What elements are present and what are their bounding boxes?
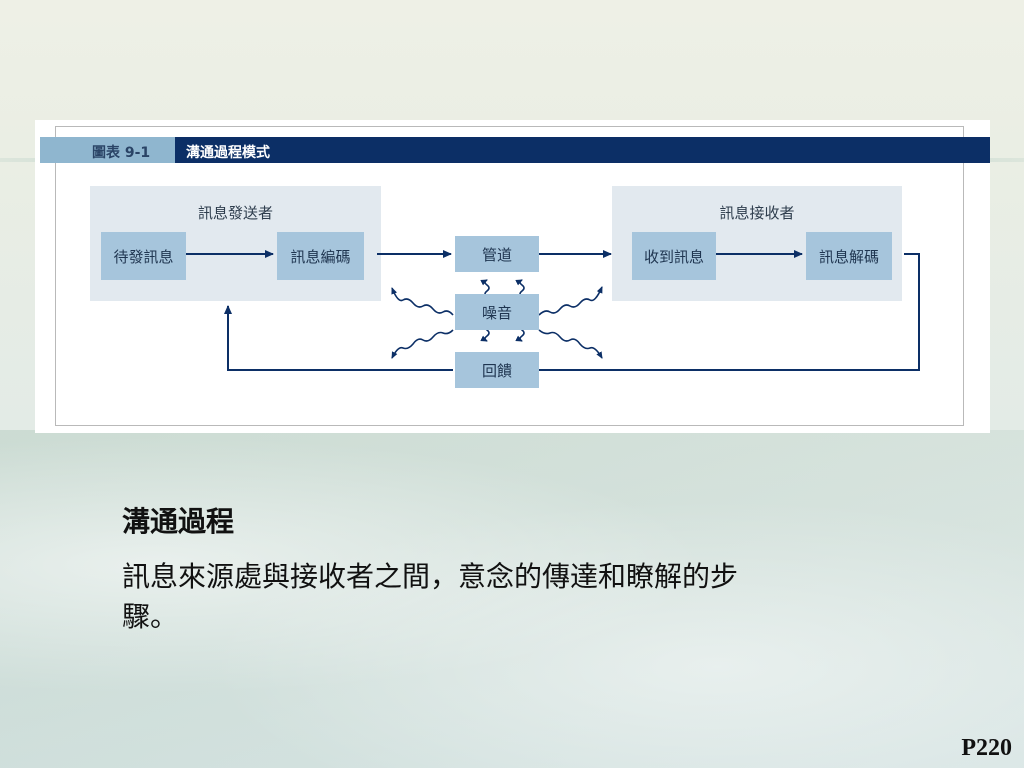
noise-wave-to-encoding bbox=[391, 287, 454, 316]
slide-heading: 溝通過程 bbox=[122, 505, 235, 538]
figure-number: 圖表 9-1 bbox=[92, 145, 151, 161]
channel-box: 管道 bbox=[455, 236, 539, 272]
receiver-region-label: 訊息接收者 bbox=[719, 204, 795, 222]
noise-wave-to-feedback-right bbox=[538, 329, 603, 359]
figure-title: 溝通過程模式 bbox=[186, 145, 270, 161]
sender-region-label: 訊息發送者 bbox=[197, 204, 273, 222]
decoding-box: 訊息解碼 bbox=[806, 232, 892, 280]
noise-box: 噪音 bbox=[455, 294, 539, 330]
figure-header: 圖表 9-1 溝通過程模式 bbox=[40, 137, 990, 163]
noise-wave-to-feedback-left bbox=[391, 329, 454, 359]
noise-wave-to-decoding bbox=[538, 286, 603, 316]
feedback-loop-left bbox=[224, 305, 453, 371]
slide-description: 訊息來源處與接收者之間，意念的傳達和瞭解的步驟。 bbox=[122, 560, 739, 633]
message-to-send-box: 待發訊息 bbox=[101, 232, 186, 280]
background-texture bbox=[0, 430, 1024, 768]
figure-number-cell bbox=[40, 137, 175, 163]
feedback-loop-right bbox=[539, 253, 920, 371]
figure-frame bbox=[55, 126, 964, 426]
figure-panel: 圖表 9-1 溝通過程模式 訊息發送者 訊息接收者 bbox=[35, 120, 990, 433]
diagram-arrows bbox=[186, 250, 920, 371]
page-number: P220 bbox=[961, 735, 1012, 761]
message-received-box: 收到訊息 bbox=[632, 232, 716, 280]
encoding-box: 訊息編碼 bbox=[277, 232, 364, 280]
feedback-box: 回饋 bbox=[455, 352, 539, 388]
